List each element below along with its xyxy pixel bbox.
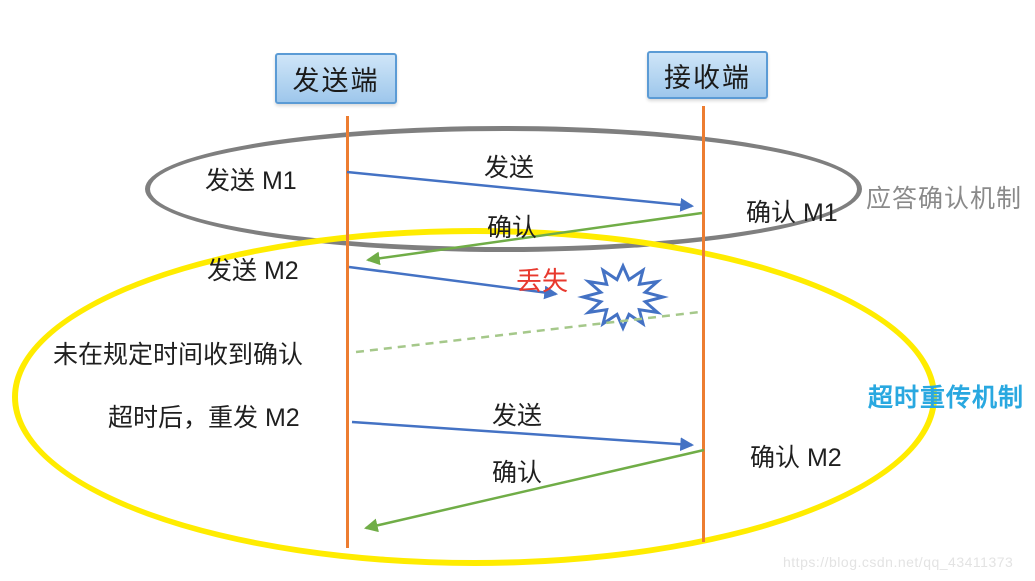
sender-actor-box: 发送端 — [275, 53, 397, 104]
m1-send-event-label: 发送 M1 — [205, 167, 297, 195]
ack-mechanism-label: 应答确认机制 — [866, 186, 1023, 213]
m2-resend-arrow-label: 发送 — [492, 402, 543, 430]
receiver-actor-box: 接收端 — [647, 51, 768, 99]
no-ack-note-label: 未在规定时间收到确认 — [53, 341, 304, 369]
m2-ack-arrow-label: 确认 — [492, 459, 543, 487]
timeout-mechanism-ellipse — [12, 228, 937, 566]
sender-actor-label: 发送端 — [292, 66, 380, 96]
packet-loss-label: 丢失 — [516, 266, 569, 296]
m2-ack-event-label: 确认 M2 — [750, 444, 842, 472]
m1-ack-event-label: 确认 M1 — [746, 199, 838, 227]
m2-send-event-label: 发送 M2 — [207, 257, 299, 285]
m1-send-arrow-label: 发送 — [484, 154, 535, 182]
watermark-url: https://blog.csdn.net/qq_43411373 — [783, 554, 1014, 570]
receiver-lifeline — [702, 106, 705, 542]
receiver-actor-label: 接收端 — [664, 62, 751, 93]
m1-ack-arrow-label: 确认 — [487, 214, 538, 242]
resend-note-label: 超时后，重发 M2 — [108, 404, 300, 432]
timeout-mechanism-label: 超时重传机制 — [868, 385, 1025, 412]
sender-lifeline — [346, 116, 349, 548]
